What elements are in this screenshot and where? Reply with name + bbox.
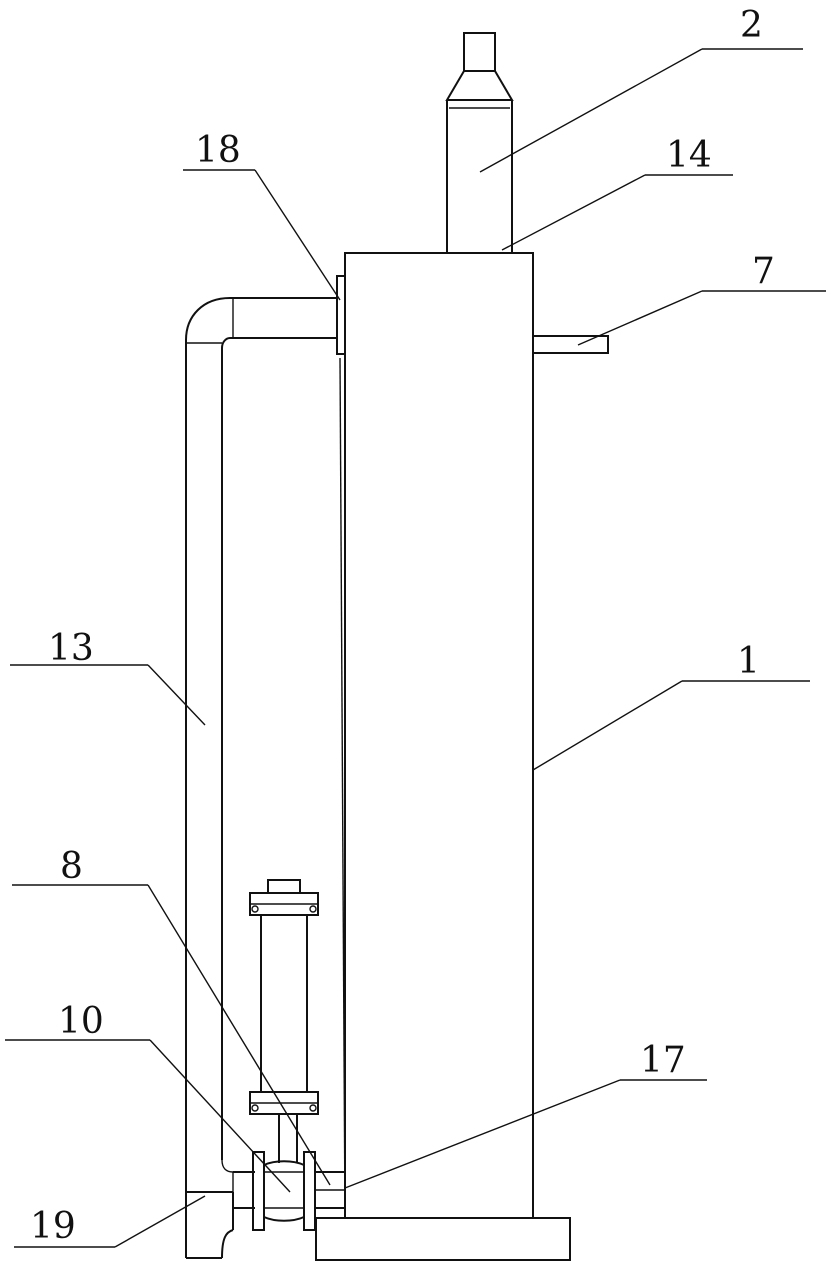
leader-lines: [5, 48, 826, 1248]
side-outlet: [532, 335, 609, 354]
label-14: 14: [666, 135, 712, 176]
label-17: 17: [640, 1040, 686, 1081]
base-plate: [315, 1217, 571, 1261]
label-18: 18: [195, 130, 241, 171]
valve-actuator: [249, 879, 319, 1163]
valve-body: [252, 1151, 316, 1231]
label-10: 10: [58, 1001, 104, 1042]
main-body: [339, 252, 534, 1219]
label-7: 7: [752, 251, 775, 292]
label-8: 8: [60, 846, 83, 887]
exhaust-stack: [445, 32, 514, 253]
label-13: 13: [48, 628, 94, 669]
label-1: 1: [737, 641, 760, 682]
upper-flange: [336, 275, 346, 355]
label-19: 19: [30, 1206, 76, 1247]
return-pipe: [185, 297, 337, 1259]
bottom-joint: [314, 1171, 346, 1209]
label-2: 2: [740, 5, 763, 46]
